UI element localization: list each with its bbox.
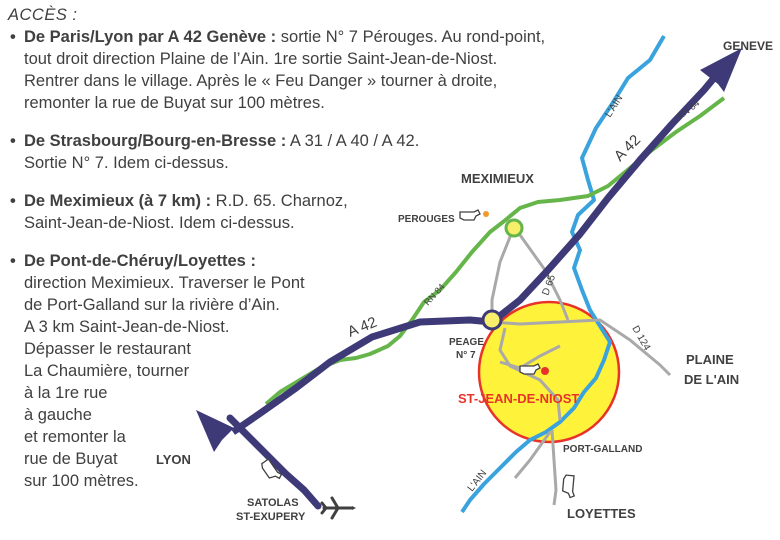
road-a42: [231, 63, 727, 435]
pointing-hand-icon: [561, 474, 576, 499]
label-plaine-2: DE L'AIN: [684, 372, 739, 387]
route-text: R.D. 65. Charnoz,: [215, 192, 348, 210]
route-line: remonter la rue de Buyat sur 100 mètres.: [24, 94, 325, 112]
bullet: •: [10, 252, 16, 270]
route-text: A 31 / A 40 / A 42.: [289, 132, 420, 150]
route-entry: • De Pont-de-Chéruy/Loyettes : direction…: [6, 250, 626, 492]
peage-roundabout: [481, 309, 503, 331]
route-line: à la 1re rue: [24, 384, 108, 402]
route-line: De Strasbourg/Bourg-en-Bresse : A 31 / A…: [24, 130, 626, 152]
road-d65: [513, 227, 570, 321]
road-port-galland: [513, 431, 552, 479]
route-line: De Pont-de-Chéruy/Loyettes :: [24, 250, 626, 272]
niost-dot: [541, 367, 549, 375]
route-line: Saint-Jean-de-Niost. Idem ci-dessus.: [24, 214, 295, 232]
label-satolas-1: SATOLAS: [247, 497, 299, 509]
road-satolas-branch: [226, 414, 322, 510]
route-line: Dépasser le restaurant: [24, 340, 191, 358]
directions-text: ACCÈS : • De Paris/Lyon par A 42 Genève …: [6, 4, 626, 492]
road-perouges-link: [490, 231, 514, 318]
river-ain: [460, 34, 666, 514]
pointing-hand-icon: [519, 363, 541, 375]
minor-roads: [490, 227, 672, 506]
road-peage-niost: [491, 318, 672, 377]
road-village-west: [499, 344, 561, 370]
label-port-galland: PORT-GALLAND: [563, 444, 642, 455]
route-line: et remonter la: [24, 428, 126, 446]
route-line: rue de Buyat: [24, 450, 118, 468]
pointing-hand-icon: [459, 209, 481, 221]
motorway-arrow-icon: [196, 410, 234, 452]
airplane-icon: [320, 496, 356, 520]
label-loyettes: LOYETTES: [567, 506, 636, 521]
route-line: Sortie N° 7. Idem ci-dessus.: [24, 154, 229, 172]
route-line: La Chaumière, tourner: [24, 362, 190, 380]
village-zone: [477, 300, 621, 444]
bullet: •: [10, 132, 16, 150]
route-line: Rentrer dans le village. Après le « Feu …: [24, 72, 498, 90]
directions-heading: ACCÈS :: [8, 6, 78, 24]
label-niost: ST-JEAN-DE-NIOST: [458, 391, 579, 406]
route-line: direction Meximieux. Traverser le Pont: [24, 274, 305, 292]
bullet: •: [10, 192, 16, 210]
route-entry: • De Paris/Lyon par A 42 Genève : sortie…: [6, 26, 626, 114]
label-plaine-1: PLAINE: [686, 352, 734, 367]
route-line: à gauche: [24, 406, 92, 424]
route-line: De Meximieux (à 7 km) : R.D. 65. Charnoz…: [24, 190, 626, 212]
label-lyon: LYON: [156, 452, 191, 467]
route-title: De Strasbourg/Bourg-en-Bresse :: [24, 132, 287, 150]
road-loyettes: [550, 429, 558, 506]
label-peage: PEAGE: [449, 337, 484, 348]
pointing-hand-icon: [261, 458, 283, 480]
perouges-dot: [483, 211, 489, 217]
route-line: sur 100 mètres.: [24, 472, 139, 490]
meximieux-roundabout: [504, 218, 524, 238]
motorway-arrow-icon: [700, 48, 742, 92]
route-title: De Meximieux (à 7 km) :: [24, 192, 212, 210]
route-title: De Paris/Lyon par A 42 Genève :: [24, 28, 277, 46]
route-entry: • De Strasbourg/Bourg-en-Bresse : A 31 /…: [6, 130, 626, 174]
label-meximieux: MEXIMIEUX: [461, 171, 534, 186]
label-perouges: PEROUGES: [398, 214, 455, 225]
label-geneve: GENEVE: [723, 39, 773, 53]
route-line: tout droit direction Plaine de l’Ain. 1r…: [24, 50, 498, 68]
label-d124: D 124: [629, 324, 652, 353]
route-line: A 3 km Saint-Jean-de-Niost.: [24, 318, 230, 336]
label-satolas-2: ST-EXUPERY: [236, 511, 306, 523]
route-entry: • De Meximieux (à 7 km) : R.D. 65. Charn…: [6, 190, 626, 234]
bullet: •: [10, 28, 16, 46]
route-text: sortie N° 7 Pérouges. Au rond-point,: [280, 28, 546, 46]
route-line: De Paris/Lyon par A 42 Genève : sortie N…: [24, 26, 626, 48]
route-title: De Pont-de-Chéruy/Loyettes :: [24, 252, 256, 270]
label-peage-num: N° 7: [456, 350, 476, 361]
route-line: de Port-Galland sur la rivière d’Ain.: [24, 296, 280, 314]
